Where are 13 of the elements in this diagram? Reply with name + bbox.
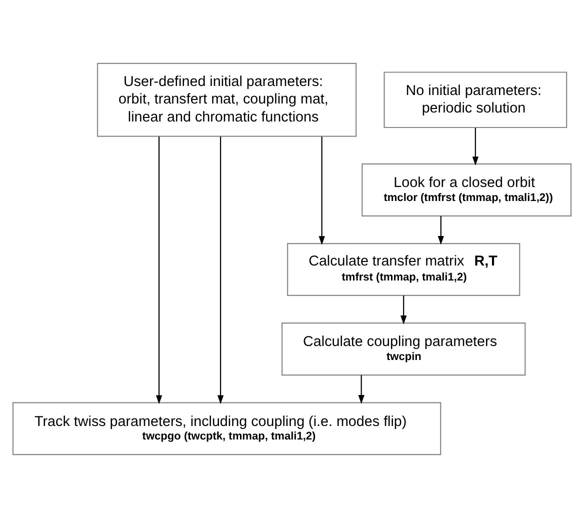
arrow xyxy=(318,136,325,244)
arrow xyxy=(438,216,444,244)
node-box: No initial parameters: periodic solution xyxy=(384,71,568,128)
node-box: Calculate transfer matrix R,T tmfrst (tmmap, tmali1,2) xyxy=(287,242,520,296)
arrow xyxy=(400,295,407,324)
node-box: Calculate coupling parameters twcpin xyxy=(282,322,526,376)
arrow xyxy=(217,136,224,404)
node-box: User-defined initial parameters: orbit, transfert mat, coupling mat, linear and chromatic functions xyxy=(96,62,357,136)
node-box: Look for a closed orbit tmclor (tmfrst (tmmap, tmali1,2)) xyxy=(362,162,572,216)
arrow xyxy=(472,127,479,165)
arrow xyxy=(358,374,364,404)
node-box: Track twiss parameters, including coupling (i.e. modes flip) twcpgo (twcptk, tmmap, tmali1,2) xyxy=(12,402,442,455)
arrow xyxy=(156,136,162,404)
